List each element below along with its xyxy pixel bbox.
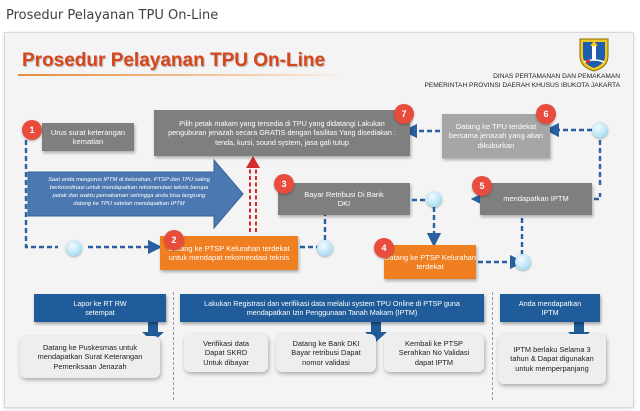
col3-detail-text: IPTM berlaku Selama 3 tahun & Dapat digu… xyxy=(510,345,594,373)
jakarta-emblem-icon xyxy=(579,38,609,72)
col2-detail-3-text: Kembali ke PTSP Serahkan No Validasi dap… xyxy=(398,339,470,367)
col2-detail-1-text: Verifikasi data Dapat SKRD Untuk dibayar xyxy=(202,339,249,367)
step-7-badge: 7 xyxy=(394,104,414,124)
diagram-title: Prosedur Pelayanan TPU On-Line xyxy=(22,50,326,71)
connector-1-down xyxy=(24,140,58,249)
step-3-text: Bayar Retribusi Di Bank DKI xyxy=(304,189,384,209)
col1-detail-text: Datang ke Puskesmas untuk mendapatkan Su… xyxy=(37,343,143,371)
col3-header-text: Anda mendapatkan IPTM xyxy=(518,299,582,317)
title-underline xyxy=(18,74,348,76)
step-3-box: Bayar Retribusi Di Bank DKI xyxy=(278,183,410,215)
arrow-note: Saat anda mengurus IPTM di kelurahan, PT… xyxy=(48,177,210,207)
flow-node xyxy=(317,240,333,256)
step-7-text: Pilih petak makam yang tersedia di TPU y… xyxy=(168,118,396,147)
col3-detail: IPTM berlaku Selama 3 tahun & Dapat digu… xyxy=(498,334,606,384)
col1-header: Lapor ke RT RW setempat xyxy=(34,294,166,322)
page-title: Prosedur Pelayanan TPU On-Line xyxy=(6,8,219,23)
step-1-badge: 1 xyxy=(22,120,42,140)
flow-node xyxy=(515,254,531,270)
step-5-box: mendapatkan IPTM xyxy=(480,183,592,215)
big-info-arrow xyxy=(27,158,244,230)
org-line-1: DINAS PERTAMANAN DAN PEMAKAMAN xyxy=(493,73,620,80)
organization-block: DINAS PERTAMANAN DAN PEMAKAMAN PEMERINTA… xyxy=(410,72,620,90)
step-3-badge: 3 xyxy=(274,174,294,194)
red-arrowhead xyxy=(246,156,260,168)
step-5-text: mendapatkan IPTM xyxy=(503,194,569,204)
step-7-box: Pilih petak makam yang tersedia di TPU y… xyxy=(154,110,410,156)
col2-header: Lakukan Registrasi dan verifikasi data m… xyxy=(180,294,484,322)
step-6-text: Datang ke TPU terdekat bersama jenazah y… xyxy=(448,121,544,150)
col2-detail-2-text: Datang ke Bank DKI Bayar retribusi Dapat… xyxy=(291,339,361,367)
col2-detail-1: Verifikasi data Dapat SKRD Untuk dibayar xyxy=(184,334,268,372)
step-6-box: Datang ke TPU terdekat bersama jenazah y… xyxy=(442,114,550,158)
step-2-text: Datang ke PTSP Kelurahan terdekat untuk … xyxy=(168,243,290,263)
step-1-box: Urus surat keterangan kematian xyxy=(42,123,134,151)
col3-header: Anda mendapatkan IPTM xyxy=(500,294,600,322)
col2-header-text: Lakukan Registrasi dan verifikasi data m… xyxy=(204,299,460,317)
flow-node xyxy=(426,191,442,207)
step-1-text: Urus surat keterangan kematian xyxy=(50,127,126,147)
flow-node xyxy=(592,122,608,138)
col2-detail-3: Kembali ke PTSP Serahkan No Validasi dap… xyxy=(384,334,484,372)
flow-node xyxy=(66,240,82,256)
step-5-badge: 5 xyxy=(472,176,492,196)
step-6-badge: 6 xyxy=(536,104,556,124)
step-4-box: Datang ke PTSP Kelurahan terdekat xyxy=(384,245,476,279)
section-divider xyxy=(492,292,493,400)
col1-detail: Datang ke Puskesmas untuk mendapatkan Su… xyxy=(20,336,160,378)
step-2-badge: 2 xyxy=(164,230,184,250)
col2-detail-2: Datang ke Bank DKI Bayar retribusi Dapat… xyxy=(276,334,376,372)
org-line-2: PEMERINTAH PROVINSI DAERAH KHUSUS IBUKOT… xyxy=(424,82,620,89)
step-4-badge: 4 xyxy=(374,238,394,258)
step-2-box: Datang ke PTSP Kelurahan terdekat untuk … xyxy=(160,236,298,270)
col1-header-text: Lapor ke RT RW setempat xyxy=(73,299,127,317)
connector-5-to-6 xyxy=(530,193,602,201)
step-4-text: Datang ke PTSP Kelurahan terdekat xyxy=(384,252,477,272)
section-divider xyxy=(173,292,174,400)
